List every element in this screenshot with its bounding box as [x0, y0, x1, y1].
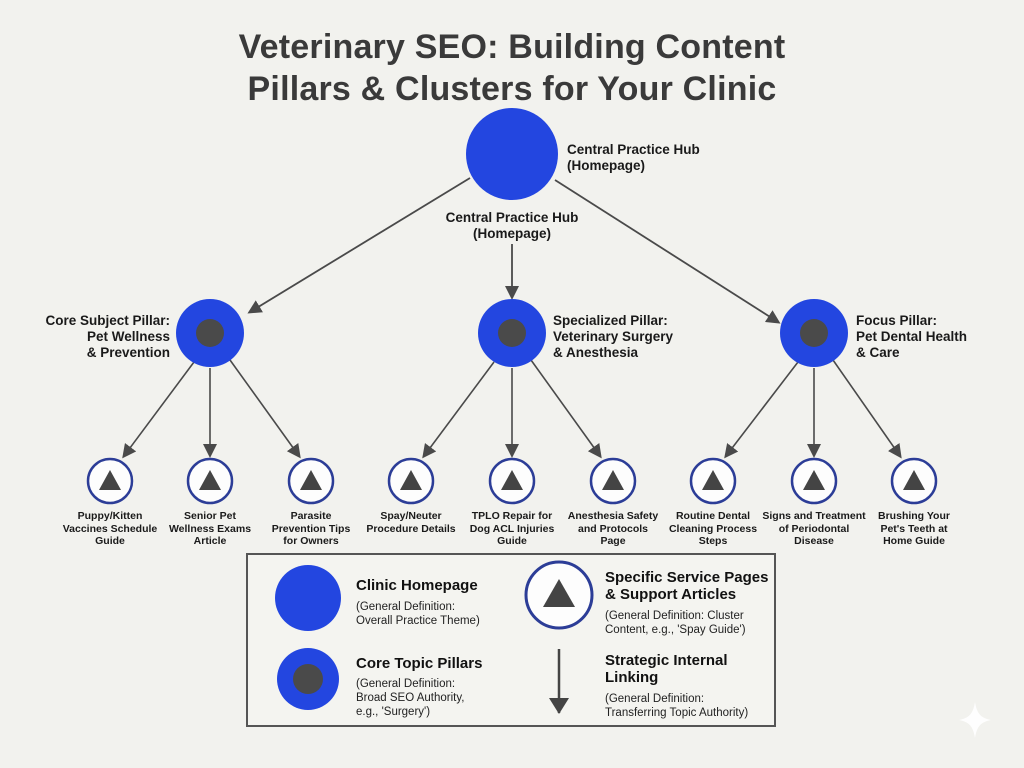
legend-pillar-icon [277, 648, 339, 710]
hub-arrow-label: Central Practice Hub (Homepage) [445, 210, 579, 241]
pillar-label-dental: Focus Pillar: Pet Dental Health & Care [856, 313, 968, 360]
title-line-1: Veterinary SEO: Building Content [238, 28, 786, 66]
cluster-node-3 [287, 457, 335, 505]
cluster-node-9 [890, 457, 938, 505]
cluster-node-1 [86, 457, 134, 505]
pillar-node-surgery [478, 299, 546, 367]
wellness-to-cluster-1-arrow [122, 361, 195, 459]
legend-linking-title: Strategic Internal Linking [605, 652, 728, 686]
pillar-label-surgery: Specialized Pillar: Veterinary Surgery &… [553, 313, 674, 360]
diagram-title: Veterinary SEO: Building Content Pillars… [0, 26, 1024, 110]
legend-service-icon [524, 560, 594, 630]
legend-box: Clinic Homepage (General Definition: Ove… [246, 553, 776, 727]
title-line-2: Pillars & Clusters for Your Clinic [247, 70, 777, 108]
legend-linking-definition: (General Definition: Transferring Topic … [605, 693, 749, 719]
surgery-to-cluster-4-arrow [422, 361, 495, 459]
dental-to-cluster-7-arrow [724, 361, 799, 459]
cluster-node-7 [689, 457, 737, 505]
dental-to-cluster-9-arrow [832, 359, 902, 459]
cluster-node-4 [387, 457, 435, 505]
surgery-to-cluster-6-arrow [530, 359, 602, 459]
legend-service-title: Specific Service Pages & Support Article… [605, 569, 769, 603]
legend-homepage-title: Clinic Homepage [356, 577, 478, 594]
hub-to-dental-arrow [554, 179, 781, 324]
pillar-node-wellness [176, 299, 244, 367]
legend-homepage-definition: (General Definition: Overall Practice Th… [356, 601, 480, 627]
pillar-node-dental [780, 299, 848, 367]
cluster-node-8 [790, 457, 838, 505]
legend-graphics [275, 560, 594, 714]
cluster-node-2 [186, 457, 234, 505]
legend-service-definition: (General Definition: Cluster Content, e.… [605, 610, 746, 636]
sparkle-icon [959, 702, 991, 738]
hub-node [466, 108, 558, 200]
cluster-node-6 [589, 457, 637, 505]
legend-pillars-title: Core Topic Pillars [356, 655, 483, 672]
legend-pillars-definition: (General Definition: Broad SEO Authority… [356, 678, 465, 718]
legend-homepage-icon [275, 565, 341, 631]
wellness-to-cluster-3-arrow [229, 359, 301, 459]
cluster-node-5 [488, 457, 536, 505]
pillar-label-wellness: Core Subject Pillar: Pet Wellness & Prev… [45, 313, 170, 360]
hub-to-wellness-arrow [247, 177, 471, 314]
hub-label: Central Practice Hub (Homepage) [567, 142, 700, 173]
